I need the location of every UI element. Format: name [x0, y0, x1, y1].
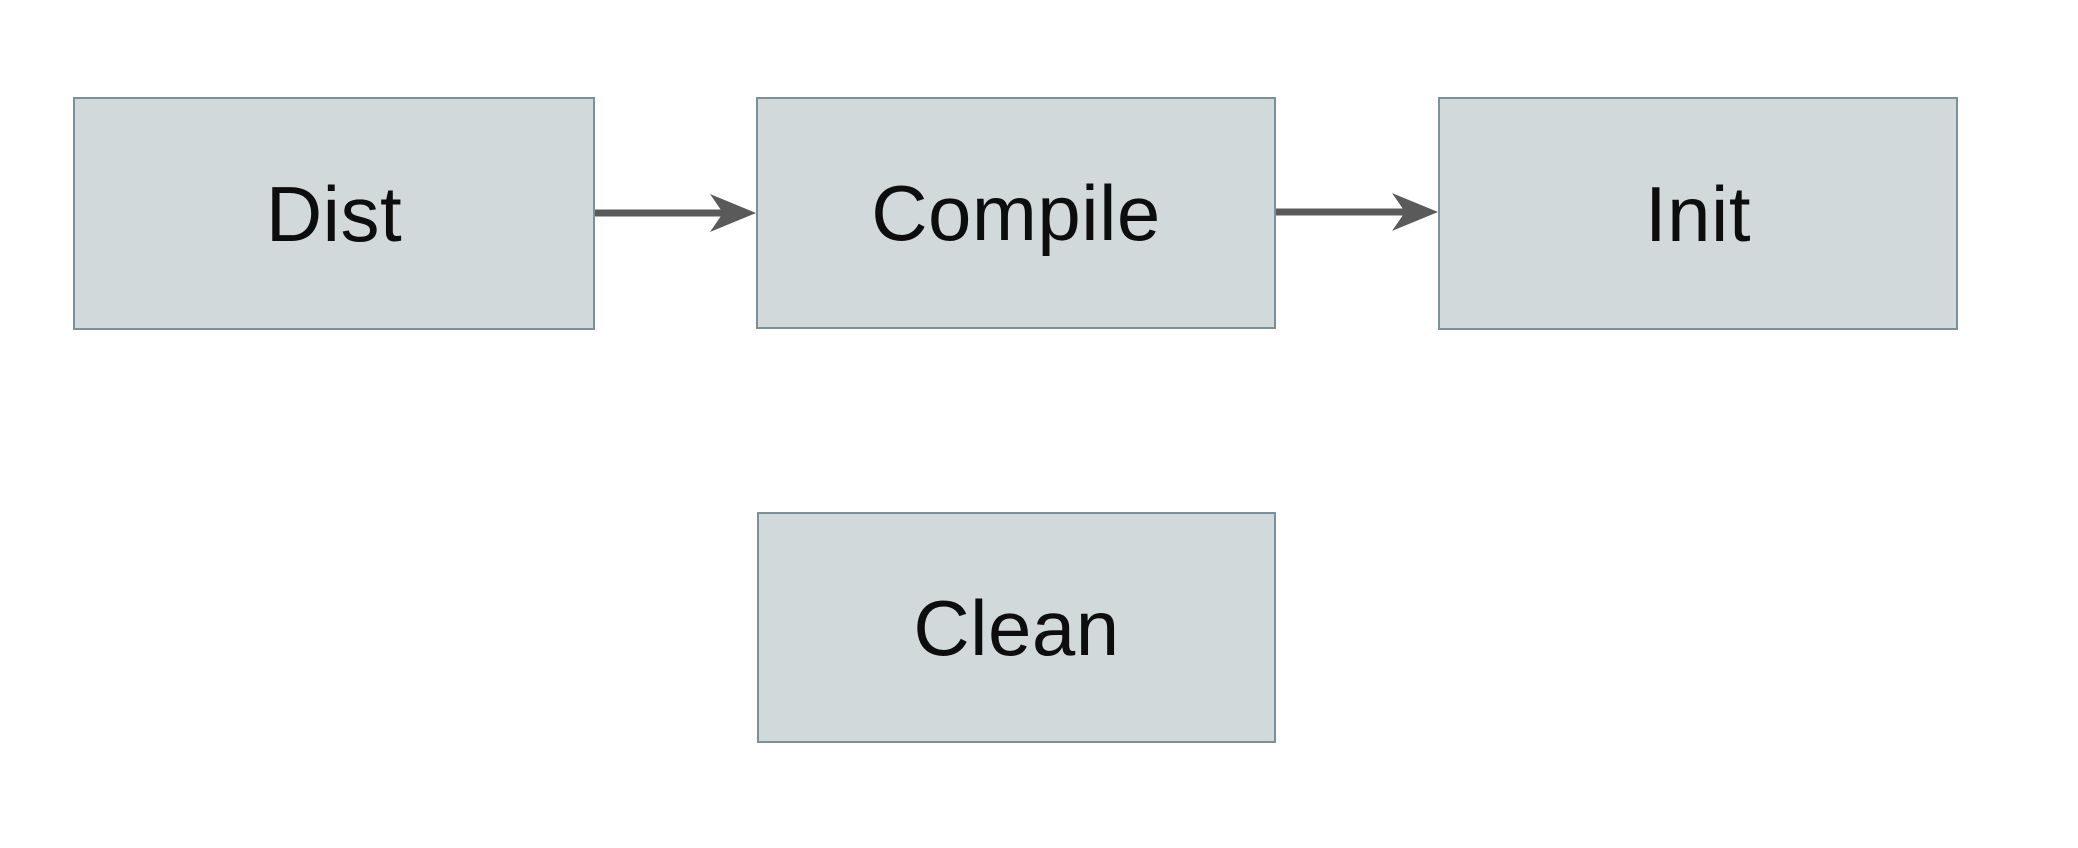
- node-dist: Dist: [73, 97, 595, 330]
- arrowhead-icon: [1392, 193, 1438, 231]
- node-clean-label: Clean: [913, 583, 1120, 672]
- node-compile-label: Compile: [871, 169, 1161, 257]
- node-init: Init: [1438, 97, 1958, 330]
- node-init-label: Init: [1644, 169, 1752, 258]
- node-compile: Compile: [756, 97, 1276, 329]
- arrow-dist-to-compile-icon: [595, 194, 756, 232]
- node-clean: Clean: [757, 512, 1276, 743]
- arrowhead-icon: [710, 194, 756, 232]
- arrow-compile-to-init-icon: [1276, 193, 1438, 231]
- node-dist-label: Dist: [265, 169, 403, 258]
